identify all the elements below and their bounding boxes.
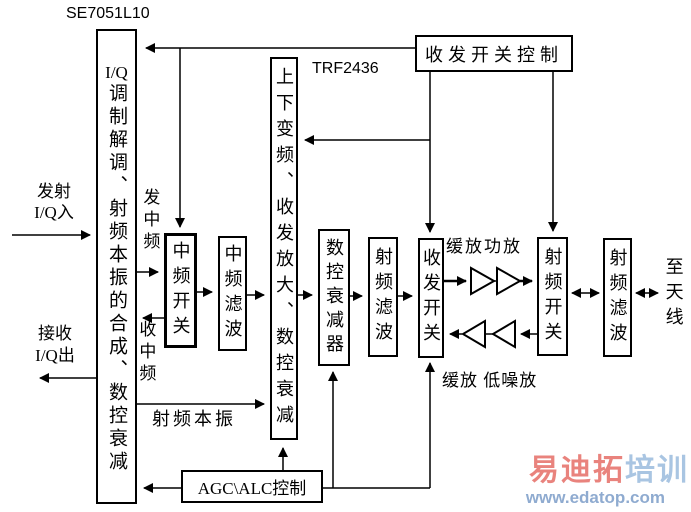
if-filter-text: 中频滤波 bbox=[222, 243, 243, 344]
digital-attenuator-text: 数控衰减器 bbox=[324, 237, 344, 358]
label-tx-iq-in-line1: 发射 bbox=[37, 182, 71, 201]
block-trx-switch: 收发开关 bbox=[418, 238, 444, 358]
label-rx-iq-out: 接收 I/Q出 bbox=[20, 323, 90, 367]
block-agc-alc-control: AGC\ALC控制 bbox=[181, 470, 323, 503]
label-buffer-pa: 缓放功放 bbox=[446, 237, 522, 256]
rf-filter-tx-text: 射频滤波 bbox=[373, 247, 393, 347]
block-trx-switch-control: 收发开关控制 bbox=[415, 35, 573, 72]
label-rx-iq-out-line1: 接收 bbox=[38, 324, 72, 343]
label-rf-lo: 射频本振 bbox=[152, 409, 236, 429]
block-if-switch: 中频开关 bbox=[164, 233, 197, 348]
iq-modem-header: I/Q bbox=[105, 62, 128, 82]
chip-label-se7051l10: SE7051L10 bbox=[66, 5, 150, 22]
rf-filter-antenna-text: 射频滤波 bbox=[607, 247, 628, 348]
label-tx-iq-in-line2: I/Q入 bbox=[34, 203, 74, 222]
amp-pa-icon bbox=[496, 266, 523, 296]
watermark-brand-red: 易迪拓 bbox=[529, 454, 625, 487]
label-tx-if: 发中频 bbox=[140, 188, 160, 254]
updown-converter-text: 上下变频、收发放大、数控衰减 bbox=[274, 66, 294, 431]
block-rf-filter-antenna: 射频滤波 bbox=[603, 238, 632, 357]
watermark-brand: 易迪拓培训 bbox=[529, 453, 689, 489]
block-updown-converter: 上下变频、收发放大、数控衰减 bbox=[270, 57, 298, 440]
label-buffer-lna: 缓放 低噪放 bbox=[442, 371, 538, 390]
label-rx-iq-out-line2: I/Q出 bbox=[35, 346, 75, 365]
amp-buffer-rx-icon bbox=[461, 319, 486, 349]
trx-switch-text: 收发开关 bbox=[421, 248, 441, 348]
label-tx-iq-in: 发射 I/Q入 bbox=[20, 181, 88, 223]
block-rf-filter-tx: 射频滤波 bbox=[368, 237, 398, 357]
block-digital-attenuator: 数控衰减器 bbox=[318, 229, 350, 366]
if-switch-text: 中频开关 bbox=[170, 240, 191, 341]
iq-modem-body: 调制解调、射频本振的合成、数控衰减 bbox=[106, 82, 127, 474]
label-rx-if: 收中频 bbox=[136, 320, 156, 386]
amp-lna-icon bbox=[491, 319, 516, 349]
block-iq-modem-synth: I/Q 调制解调、射频本振的合成、数控衰减 bbox=[96, 29, 137, 504]
watermark-brand-blue: 培训 bbox=[625, 454, 689, 487]
block-rf-switch: 射频开关 bbox=[537, 237, 568, 356]
rf-switch-text: 射频开关 bbox=[542, 246, 563, 347]
amp-buffer-tx-icon bbox=[470, 266, 497, 296]
chip-label-trf2436: TRF2436 bbox=[312, 60, 379, 77]
trx-switch-control-text: 收发开关控制 bbox=[425, 44, 563, 65]
block-if-filter: 中频滤波 bbox=[218, 236, 247, 351]
label-to-antenna: 至天线 bbox=[663, 257, 684, 332]
watermark-url: www.edatop.com bbox=[525, 488, 665, 507]
agc-alc-control-text: AGC\ALC控制 bbox=[197, 479, 307, 498]
